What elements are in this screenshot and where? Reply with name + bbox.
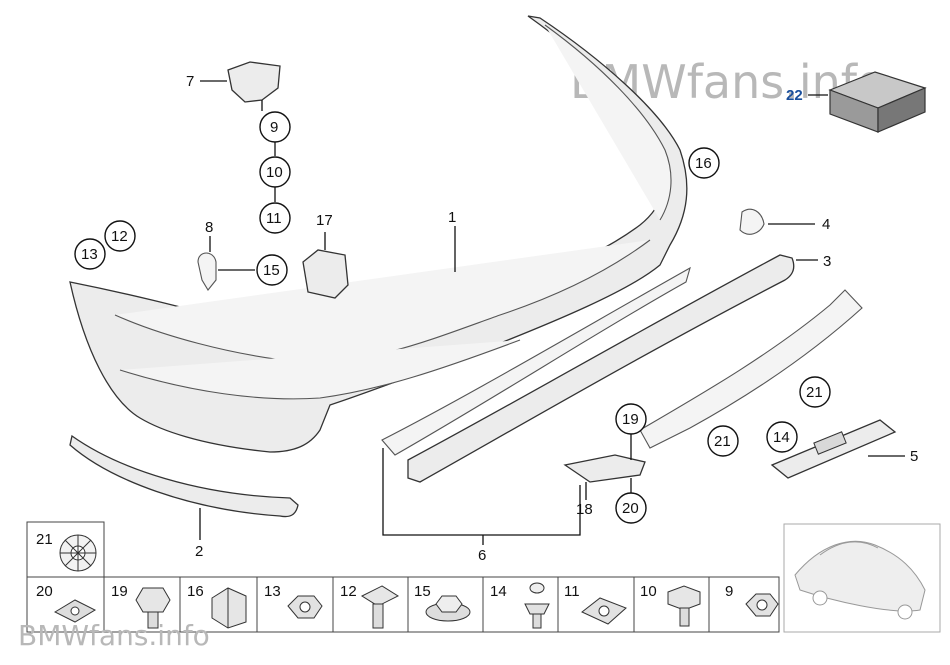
- trim-strip-2: [69, 434, 299, 518]
- collar-screw-icon: [667, 585, 701, 627]
- callout-11: 11: [266, 210, 282, 227]
- callout-12: 12: [111, 228, 128, 245]
- callout-5: 5: [910, 448, 918, 465]
- callout-9: 9: [270, 119, 278, 136]
- callout-4: 4: [822, 216, 830, 233]
- carrier-21: [639, 289, 863, 449]
- clip-rosette-icon: [59, 534, 97, 572]
- thumb-label-13: 13: [264, 583, 281, 600]
- thumb-label-21: 21: [36, 531, 53, 548]
- thumb-label-9: 9: [725, 583, 733, 600]
- bumper-cover: [69, 15, 688, 453]
- flange-nut-icon: [425, 595, 471, 622]
- callout-3: 3: [823, 253, 831, 270]
- rivet-icon: [360, 585, 400, 629]
- guide-5: [770, 419, 897, 479]
- nut-icon: [745, 593, 779, 617]
- thumb-label-19: 19: [111, 583, 128, 600]
- clip-8: [197, 252, 217, 291]
- callout-6: 6: [478, 547, 486, 564]
- thumb-label-11: 11: [564, 583, 580, 600]
- callout-2: 2: [195, 543, 203, 560]
- moulding-3: [407, 254, 795, 483]
- clamp-bracket-icon: [211, 587, 247, 629]
- thumb-label-15: 15: [414, 583, 431, 600]
- car-locator: [783, 523, 941, 633]
- spring-nut-icon: [53, 599, 97, 623]
- hex-collar-screw-icon: [135, 587, 171, 629]
- thumb-label-16: 16: [187, 583, 204, 600]
- callout-20: 20: [622, 500, 639, 517]
- callout-22: 22: [786, 87, 803, 104]
- cap-4: [739, 208, 765, 235]
- hex-nut-icon: [287, 595, 323, 619]
- expanding-rivet-icon: [524, 582, 550, 629]
- thumb-label-14: 14: [490, 583, 507, 600]
- callout-10: 10: [266, 164, 283, 181]
- callout-14: 14: [773, 429, 790, 446]
- bracket-18: [563, 454, 646, 483]
- watermark-bottom: BMWfans.info: [18, 619, 210, 652]
- callout-21b: 21: [714, 433, 731, 450]
- callout-15: 15: [263, 262, 280, 279]
- callout-13: 13: [81, 246, 98, 263]
- part-22-box: [828, 71, 927, 133]
- callout-18: 18: [576, 501, 593, 518]
- clip-nut-icon: [581, 597, 627, 625]
- callout-8: 8: [205, 219, 213, 236]
- bracket-7: [227, 61, 281, 103]
- callout-16: 16: [695, 155, 712, 172]
- bracket-6: [381, 266, 691, 456]
- callout-17: 17: [316, 212, 333, 229]
- thumb-label-12: 12: [340, 583, 357, 600]
- callout-21a: 21: [806, 384, 823, 401]
- callout-7: 7: [186, 73, 194, 90]
- thumb-label-10: 10: [640, 583, 657, 600]
- callout-19: 19: [622, 411, 639, 428]
- callout-1: 1: [448, 209, 456, 226]
- thumb-label-20: 20: [36, 583, 53, 600]
- bracket-17: [302, 249, 349, 299]
